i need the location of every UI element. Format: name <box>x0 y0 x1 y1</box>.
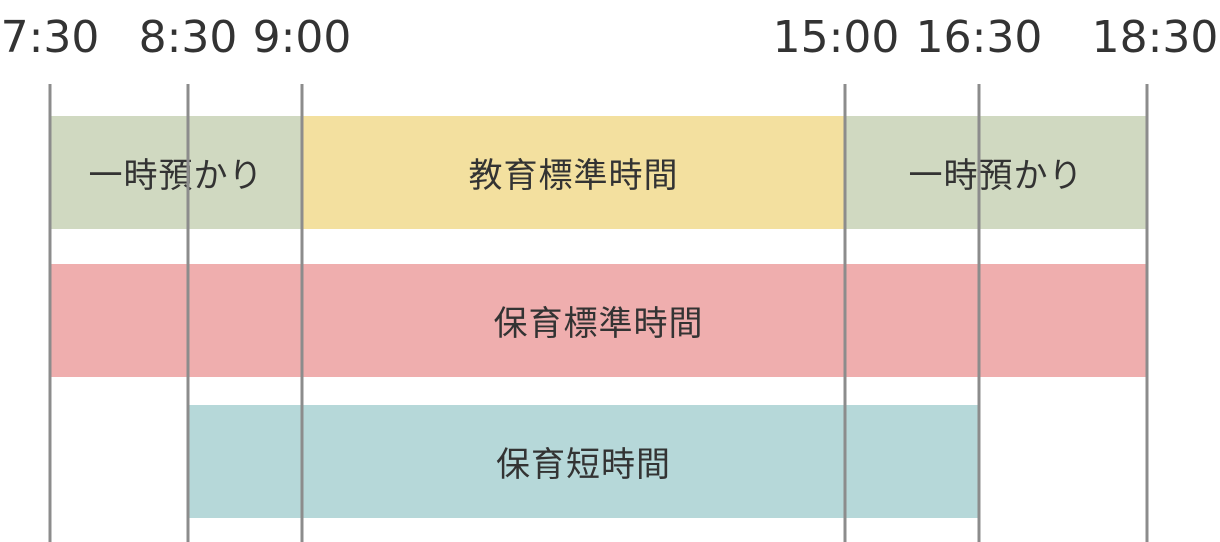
bar-label: 保育短時間 <box>496 445 671 485</box>
bar-label: 保育標準時間 <box>493 304 704 344</box>
time-label-1500: 15:00 <box>772 12 900 63</box>
time-label-0830: 8:30 <box>138 12 238 63</box>
bar-temporary-care-afternoon: 一時預かり <box>845 116 1147 229</box>
bar-standard-childcare-hours: 保育標準時間 <box>50 264 1147 377</box>
bar-temporary-care-morning: 一時預かり <box>50 116 302 229</box>
time-line-0730 <box>48 84 52 542</box>
time-line-0830 <box>186 84 190 542</box>
bar-label: 一時預かり <box>88 156 264 196</box>
time-label-1830: 18:30 <box>1091 12 1219 63</box>
time-line-1500 <box>843 84 847 542</box>
time-line-1630 <box>977 84 981 542</box>
time-label-0900: 9:00 <box>252 12 352 63</box>
bar-label: 教育標準時間 <box>468 156 679 196</box>
time-line-0900 <box>300 84 304 542</box>
bar-standard-education-hours: 教育標準時間 <box>302 116 845 229</box>
bar-label: 一時預かり <box>908 156 1084 196</box>
bar-short-childcare-hours: 保育短時間 <box>188 405 979 518</box>
time-label-0730: 7:30 <box>0 12 100 63</box>
time-label-1630: 16:30 <box>915 12 1043 63</box>
time-line-1830 <box>1145 84 1149 542</box>
